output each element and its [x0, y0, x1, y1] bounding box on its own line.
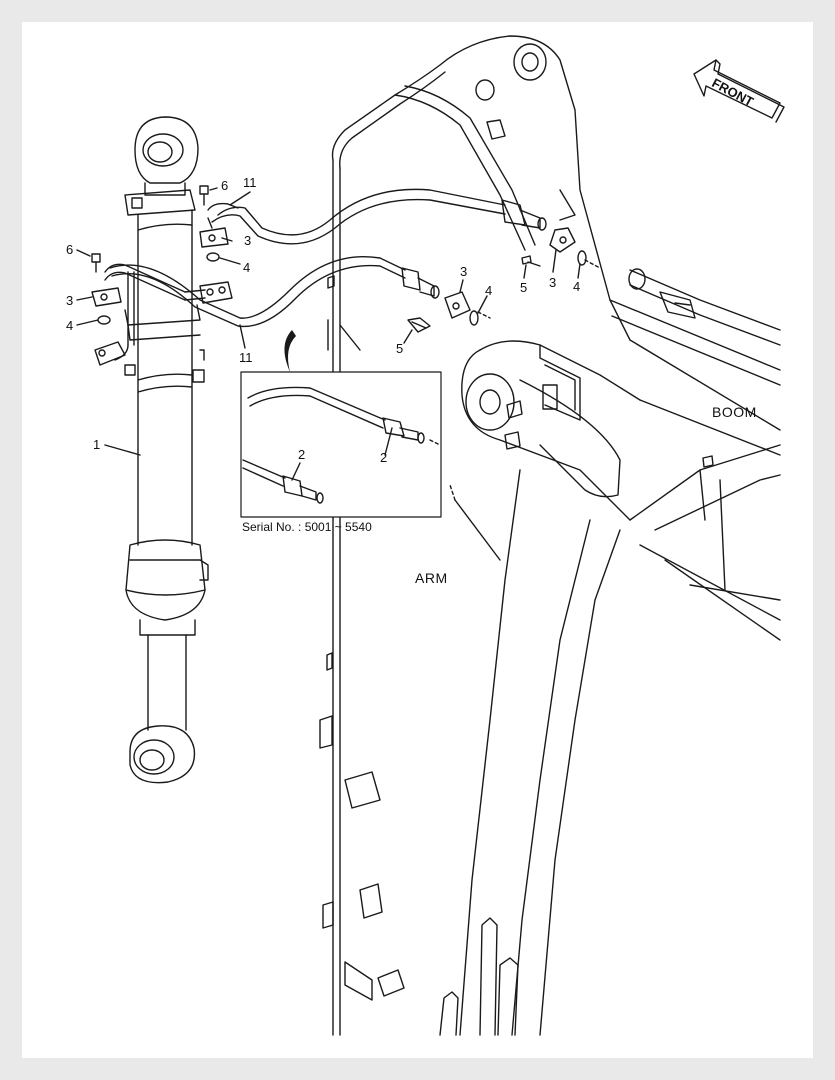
callout-5: 5: [520, 280, 528, 295]
callout-11: 11: [243, 175, 257, 190]
section-break-mark: [284, 330, 296, 372]
arm-structure: [319, 35, 631, 1036]
callout-4: 4: [66, 318, 74, 333]
callout-2: 2: [298, 447, 306, 462]
callout-4: 4: [243, 260, 251, 275]
boom-label: BOOM: [712, 404, 757, 420]
inset-serial-caption: Serial No. : 5001 ~ 5540: [242, 520, 372, 534]
bucket-cylinder: [124, 116, 209, 784]
callout-6: 6: [66, 242, 74, 257]
callout-5: 5: [396, 341, 404, 356]
callout-6: 6: [221, 178, 229, 193]
callout-1: 1: [93, 437, 101, 452]
callout-4: 4: [573, 279, 581, 294]
callout-4: 4: [485, 283, 493, 298]
callout-3: 3: [460, 264, 468, 279]
cylinder-steel-pipes: [91, 227, 233, 366]
flange-hardware: [76, 185, 587, 456]
inset-detail: [240, 371, 442, 518]
hydraulic-hoses: [109, 188, 547, 328]
arm-label: ARM: [415, 570, 448, 586]
front-direction-arrow: [693, 59, 785, 123]
callout-11: 11: [239, 350, 253, 365]
callout-2: 2: [380, 450, 388, 465]
callout-3: 3: [244, 233, 252, 248]
boom-structure: [461, 268, 781, 641]
callout-3: 3: [549, 275, 557, 290]
callout-3: 3: [66, 293, 74, 308]
